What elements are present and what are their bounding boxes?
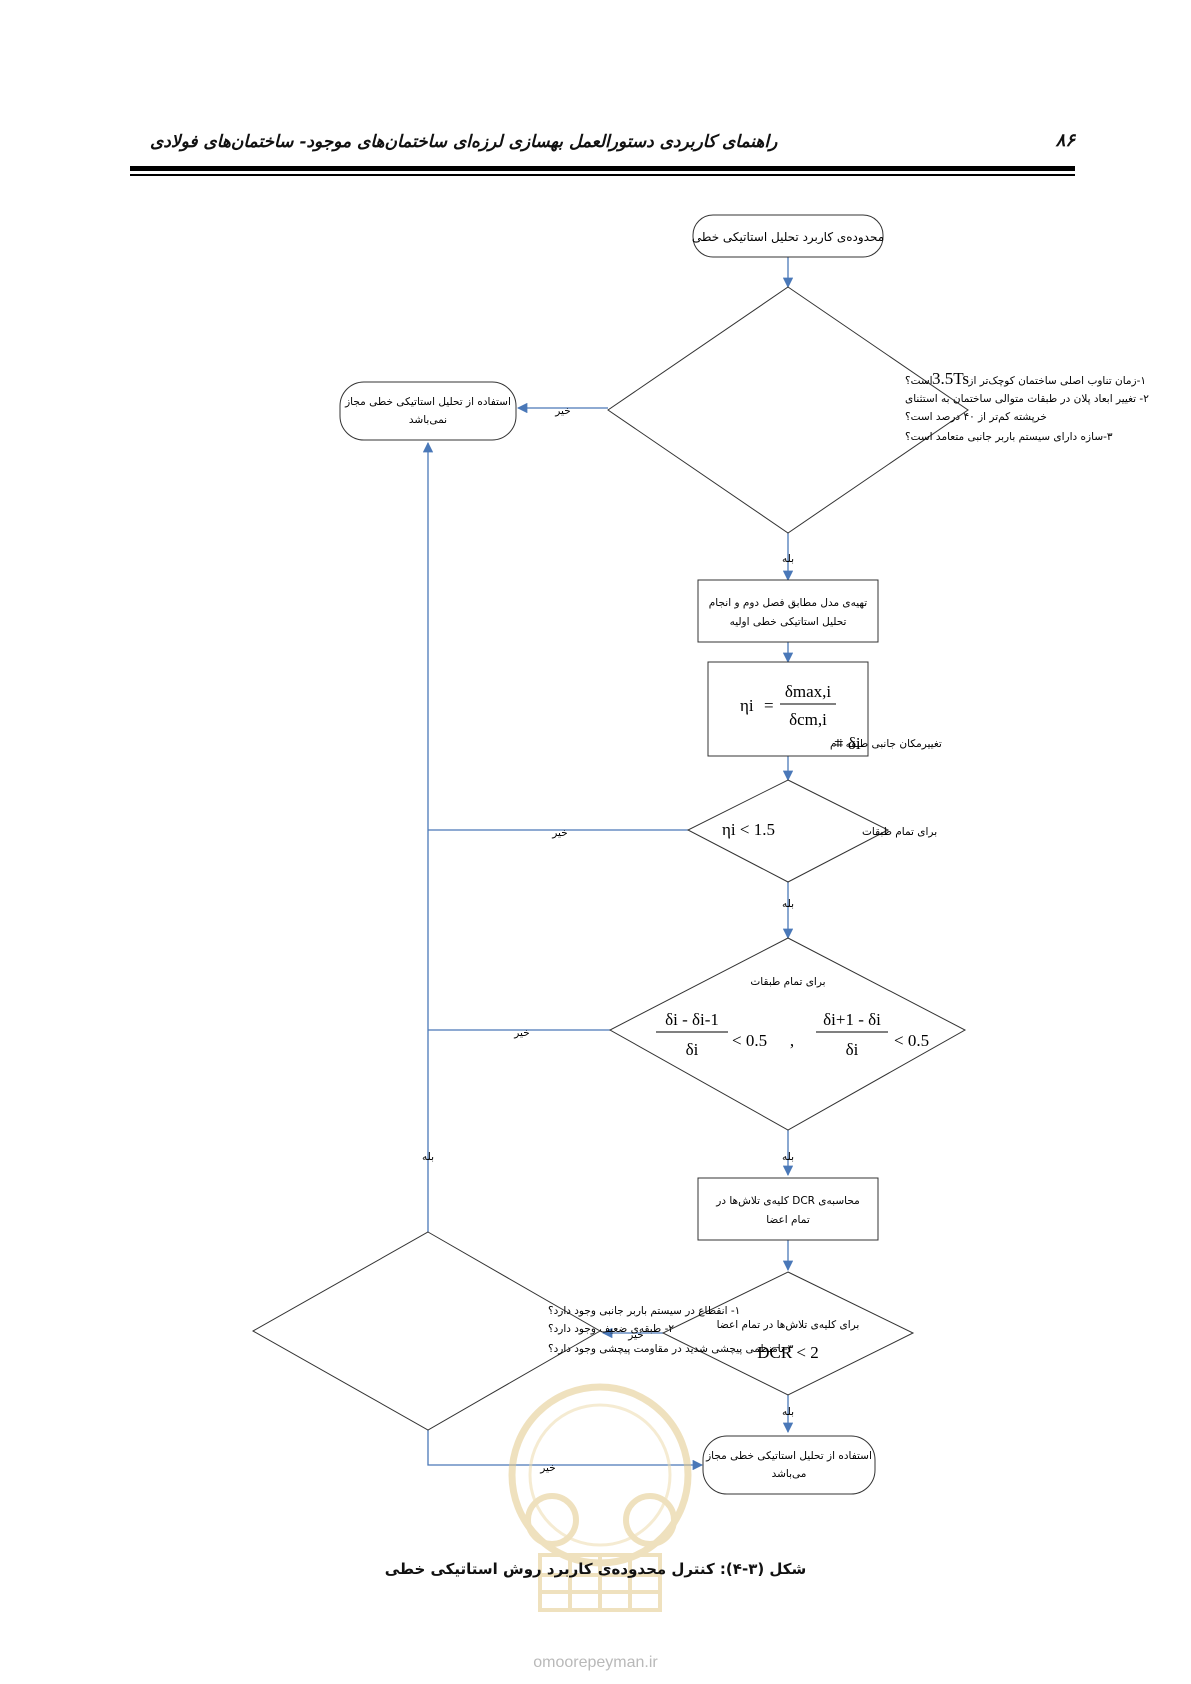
label-no-d4: خیر <box>627 1329 643 1341</box>
d1-line3: خرپشته کم‌تر از ۴۰ درصد است؟ <box>905 411 1047 423</box>
d3-left-cmp: < 0.5 <box>732 1031 767 1050</box>
decision-4: برای کلیه‌ی تلاش‌ها در تمام اعضا DCR < 2 <box>661 1271 915 1396</box>
label-no-d5: خیر <box>539 1462 555 1474</box>
d3-sep: , <box>790 1031 794 1050</box>
label-yes-d4: بله <box>782 1406 794 1418</box>
label-no-d2: خیر <box>551 827 567 839</box>
running-title: راهنمای کاربردی دستورالعمل بهسازی لرزه‌ا… <box>150 132 778 152</box>
watermark-logo <box>508 1383 692 1612</box>
label-no-d1: خیر <box>554 405 570 417</box>
not-allowed-line2: نمی‌باشد <box>409 414 447 426</box>
d5-line1: ۱- انقطاع در سیستم باربر جانبی وجود دارد… <box>548 1305 740 1317</box>
model-box: تهیه‌ی مدل مطابق فصل دوم و انجام تحلیل ا… <box>697 579 879 643</box>
d5-line3: ۳-نامنظمی پیچشی شدید در مقاومت پیچشی وجو… <box>548 1343 794 1355</box>
d5-line2: ۲- طبقه‌ی ضعیف وجود دارد؟ <box>548 1323 674 1335</box>
decision-5: ۱- انقطاع در سیستم باربر جانبی وجود دارد… <box>251 1231 794 1431</box>
not-allowed-line1: استفاده از تحلیل استاتیکی خطی مجاز <box>344 396 511 408</box>
start-text: محدوده‌ی کاربرد تحلیل استاتیکی خطی <box>692 230 884 245</box>
allowed-box: استفاده از تحلیل استاتیکی خطی مجاز می‌با… <box>702 1435 876 1495</box>
d2-math: ηi < 1.5 <box>722 820 775 839</box>
allowed-line1: استفاده از تحلیل استاتیکی خطی مجاز <box>705 1450 872 1462</box>
decision-3: برای تمام طبقات δi - δi-1 δi < 0.5 , δi+… <box>608 937 967 1131</box>
formula-eta: ηi <box>740 696 754 715</box>
d4-math: DCR < 2 <box>757 1343 819 1362</box>
label-yes-d1: بله <box>782 553 794 565</box>
formula-delta-def: تغییرمکان جانبی طبقه iام <box>830 738 942 750</box>
d3-right-num: δi+1 - δi <box>823 1010 881 1029</box>
formula-delta-sym: = δi <box>834 734 861 753</box>
d1-line1: ۱-زمان تناوب اصلی ساختمان کوچک‌تر از 3.5… <box>905 369 1146 388</box>
watermark-text: omoorepeyman.ir <box>533 1654 658 1671</box>
dcr-line1: محاسبه‌ی DCR کلیه‌ی تلاش‌ها در <box>715 1195 859 1207</box>
header-rule-thin <box>130 174 1075 176</box>
header-rule-thick <box>130 166 1075 171</box>
label-yes-d2: بله <box>782 898 794 910</box>
not-allowed-box: استفاده از تحلیل استاتیکی خطی مجاز نمی‌ب… <box>339 381 517 441</box>
svg-text:=: = <box>764 696 774 715</box>
edge-labels: خیر بله خیر بله خیر بله خیر بله بله خیر <box>422 405 794 1474</box>
arrow-d5-no <box>427 1430 704 1471</box>
d3-right-den: δi <box>846 1040 859 1059</box>
start-box: محدوده‌ی کاربرد تحلیل استاتیکی خطی <box>692 214 884 258</box>
label-yes-d3: بله <box>782 1151 794 1163</box>
label-yes-d5: بله <box>422 1151 434 1163</box>
dcr-calc-box: محاسبه‌ی DCR کلیه‌ی تلاش‌ها در تمام اعضا <box>697 1177 879 1241</box>
decision-1: ۱-زمان تناوب اصلی ساختمان کوچک‌تر از 3.5… <box>607 286 1149 534</box>
d2-prefix: برای تمام طبقات <box>862 826 937 838</box>
page-number: ۸۶ <box>1055 130 1075 151</box>
d4-line1: برای کلیه‌ی تلاش‌ها در تمام اعضا <box>717 1319 860 1331</box>
d3-left-num: δi - δi-1 <box>665 1010 719 1029</box>
d3-left-den: δi <box>686 1040 699 1059</box>
decision-2: برای تمام طبقات ηi < 1.5 <box>686 779 937 883</box>
dcr-line2: تمام اعضا <box>766 1214 810 1226</box>
formula-den: δcm,i <box>789 710 827 729</box>
d3-right-cmp: < 0.5 <box>894 1031 929 1050</box>
allowed-line2: می‌باشد <box>772 1468 807 1480</box>
d3-title: برای تمام طبقات <box>750 976 825 988</box>
figure-caption: شکل (۳-۴): کنترل محدوده‌ی کاربرد روش است… <box>384 1560 807 1578</box>
d1-line2: ۲- تغییر ابعاد پلان در طبقات متوالی ساخت… <box>905 393 1149 405</box>
formula-box: ηi = δmax,i δcm,i تغییرمکان جانبی طبقه i… <box>707 661 942 757</box>
page-header: ۸۶ راهنمای کاربردی دستورالعمل بهسازی لرز… <box>130 126 1075 162</box>
model-line1: تهیه‌ی مدل مطابق فصل دوم و انجام <box>709 597 867 609</box>
model-line2: تحلیل استاتیکی خطی اولیه <box>730 616 847 628</box>
connectors <box>422 257 794 1471</box>
label-no-d3: خیر <box>513 1027 529 1039</box>
formula-num: δmax,i <box>785 682 832 701</box>
d1-line4: ۳-سازه دارای سیستم باربر جانبی متعامد اس… <box>905 431 1113 443</box>
